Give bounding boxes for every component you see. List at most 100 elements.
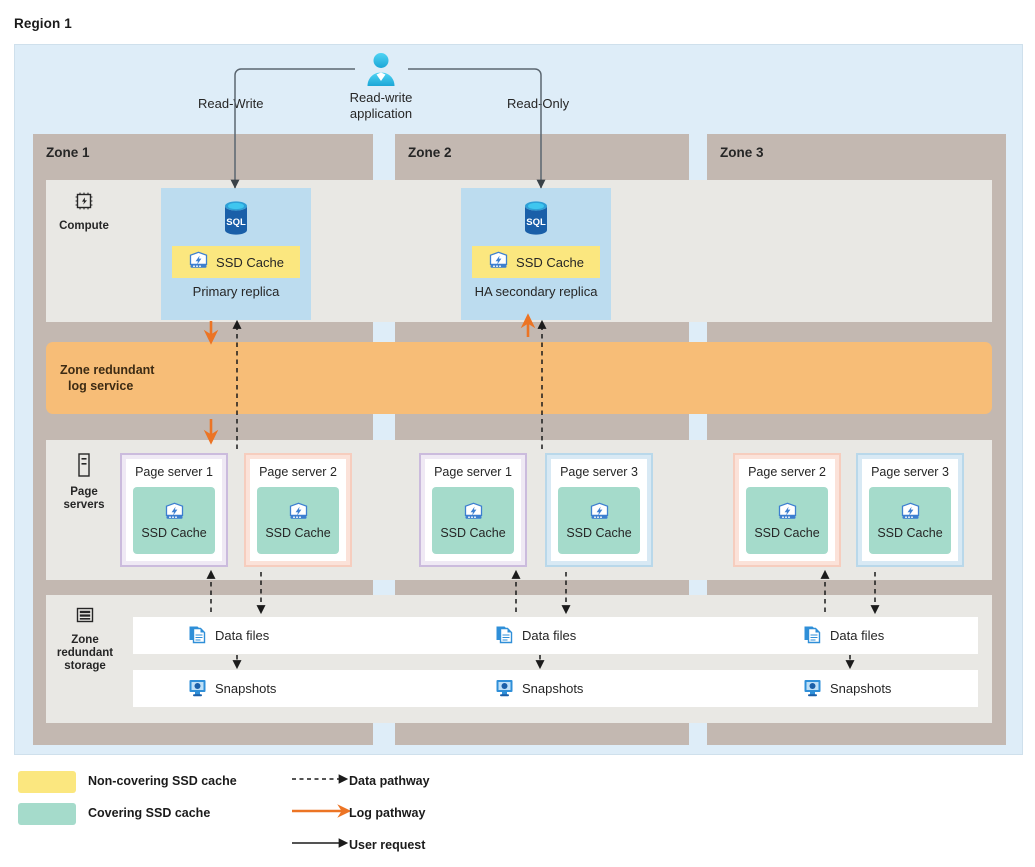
page-server-title: Page server 2 — [259, 465, 337, 479]
page-server-title: Page server 3 — [871, 465, 949, 479]
ssd-cache-badge: SSD Cache — [432, 487, 514, 554]
storage-cell[interactable]: Snapshots — [803, 670, 891, 707]
storage-cell[interactable]: Data files — [495, 617, 576, 654]
page-server-card[interactable]: Page server 2 SSD Cache — [244, 453, 352, 567]
ssd-cache-label: SSD Cache — [877, 525, 943, 540]
ssd-cache-icon — [164, 502, 185, 524]
ssd-cache-badge: SSD Cache — [472, 246, 600, 278]
ssd-cache-icon — [777, 502, 798, 524]
legend-label-data-pathway: Data pathway — [349, 774, 430, 788]
storage-cell-label: Snapshots — [215, 681, 277, 696]
cpu-chip-icon — [52, 190, 116, 216]
log-service-label-2: log service — [68, 379, 134, 393]
application-label-line1: Read-write — [349, 90, 413, 105]
storage-row-data-files: Data files Data files Data files — [133, 617, 978, 654]
zone-header-2: Zone 2 — [408, 145, 452, 160]
svg-text:SQL: SQL — [526, 217, 546, 228]
zone-header-1: Zone 1 — [46, 145, 90, 160]
page-servers-label-2: servers — [63, 499, 105, 511]
ssd-cache-icon — [900, 502, 921, 524]
legend-label-covering: Covering SSD cache — [88, 806, 211, 820]
legend: Non-covering SSD cache Covering SSD cach… — [0, 757, 1035, 867]
read-write-application-node[interactable] — [342, 50, 420, 122]
snapshots-icon — [188, 678, 207, 700]
ssd-cache-badge: SSD Cache — [746, 487, 828, 554]
storage-stack-icon — [50, 604, 120, 630]
ssd-cache-icon — [488, 251, 509, 273]
page-server-title: Page server 3 — [560, 465, 638, 479]
storage-row-snapshots: Snapshots Snapshots Snapshots — [133, 670, 978, 707]
legend-swatch-non-covering — [18, 771, 76, 793]
ssd-cache-icon — [288, 502, 309, 524]
page-server-card[interactable]: Page server 1 SSD Cache — [120, 453, 228, 567]
legend-label-user-request: User request — [349, 838, 426, 852]
storage-cell[interactable]: Data files — [188, 617, 269, 654]
page-server-card[interactable]: Page server 3 SSD Cache — [856, 453, 964, 567]
log-service-label-1: Zone redundant — [60, 363, 155, 377]
application-label: Read-write application — [330, 90, 432, 122]
region-title: Region 1 — [14, 16, 72, 31]
application-label-line2: application — [349, 106, 413, 121]
server-icon — [52, 452, 116, 482]
zone-header-3: Zone 3 — [720, 145, 764, 160]
log-service-label: Zone redundant log service — [60, 362, 210, 394]
data-files-icon — [188, 624, 207, 647]
ssd-cache-label: SSD Cache — [440, 525, 506, 540]
storage-cell-label: Snapshots — [830, 681, 892, 696]
storage-cell-label: Snapshots — [522, 681, 584, 696]
ssd-cache-icon — [589, 502, 610, 524]
storage-cell[interactable]: Snapshots — [188, 670, 276, 707]
page-server-title: Page server 1 — [135, 465, 213, 479]
read-only-path-label: Read-Only — [507, 96, 570, 111]
ssd-cache-icon — [463, 502, 484, 524]
ssd-cache-label: SSD Cache — [566, 525, 632, 540]
replica-name: Primary replica — [192, 284, 280, 299]
storage-label-2: redundant — [56, 647, 114, 659]
page-server-card[interactable]: Page server 3 SSD Cache — [545, 453, 653, 567]
replica-name: HA secondary replica — [474, 284, 598, 299]
page-server-title: Page server 1 — [434, 465, 512, 479]
legend-label-log-pathway: Log pathway — [349, 806, 426, 820]
ssd-cache-badge: SSD Cache — [133, 487, 215, 554]
storage-cell-label: Data files — [522, 628, 577, 643]
ssd-cache-label: SSD Cache — [516, 254, 584, 270]
read-write-path-label: Read-Write — [198, 96, 264, 111]
storage-tag: Zone redundant storage — [50, 604, 120, 673]
page-servers-label-1: Page — [70, 486, 98, 498]
sql-database-icon: SQL — [519, 198, 553, 245]
storage-cell-label: Data files — [215, 628, 270, 643]
log-service-band — [46, 342, 992, 414]
ssd-cache-label: SSD Cache — [754, 525, 820, 540]
replica-card-ha-secondary[interactable]: SQL SSD Cache HA secondary replica — [461, 188, 611, 320]
page-server-card[interactable]: Page server 2 SSD Cache — [733, 453, 841, 567]
compute-tag: Compute — [52, 190, 116, 233]
storage-cell-label: Data files — [830, 628, 885, 643]
data-files-icon — [803, 624, 822, 647]
ssd-cache-badge: SSD Cache — [257, 487, 339, 554]
snapshots-icon — [495, 678, 514, 700]
storage-cell[interactable]: Snapshots — [495, 670, 583, 707]
ssd-cache-icon — [188, 251, 209, 273]
snapshots-icon — [803, 678, 822, 700]
ssd-cache-badge: SSD Cache — [558, 487, 640, 554]
ssd-cache-label: SSD Cache — [141, 525, 207, 540]
legend-line-icons — [292, 774, 352, 848]
ssd-cache-label: SSD Cache — [216, 254, 284, 270]
page-servers-tag: Page servers — [52, 452, 116, 512]
storage-cell[interactable]: Data files — [803, 617, 884, 654]
storage-label-1: Zone — [71, 634, 99, 646]
sql-database-icon: SQL — [219, 198, 253, 245]
legend-swatch-covering — [18, 803, 76, 825]
ssd-cache-label: SSD Cache — [265, 525, 331, 540]
page-server-title: Page server 2 — [748, 465, 826, 479]
ssd-cache-badge: SSD Cache — [869, 487, 951, 554]
user-person-icon — [361, 50, 401, 90]
page-server-card[interactable]: Page server 1 SSD Cache — [419, 453, 527, 567]
ssd-cache-badge: SSD Cache — [172, 246, 300, 278]
compute-label: Compute — [59, 220, 109, 232]
legend-label-non-covering: Non-covering SSD cache — [88, 774, 237, 788]
replica-card-primary[interactable]: SQL SSD Cache Primary replica — [161, 188, 311, 320]
data-files-icon — [495, 624, 514, 647]
storage-label-3: storage — [64, 660, 106, 672]
